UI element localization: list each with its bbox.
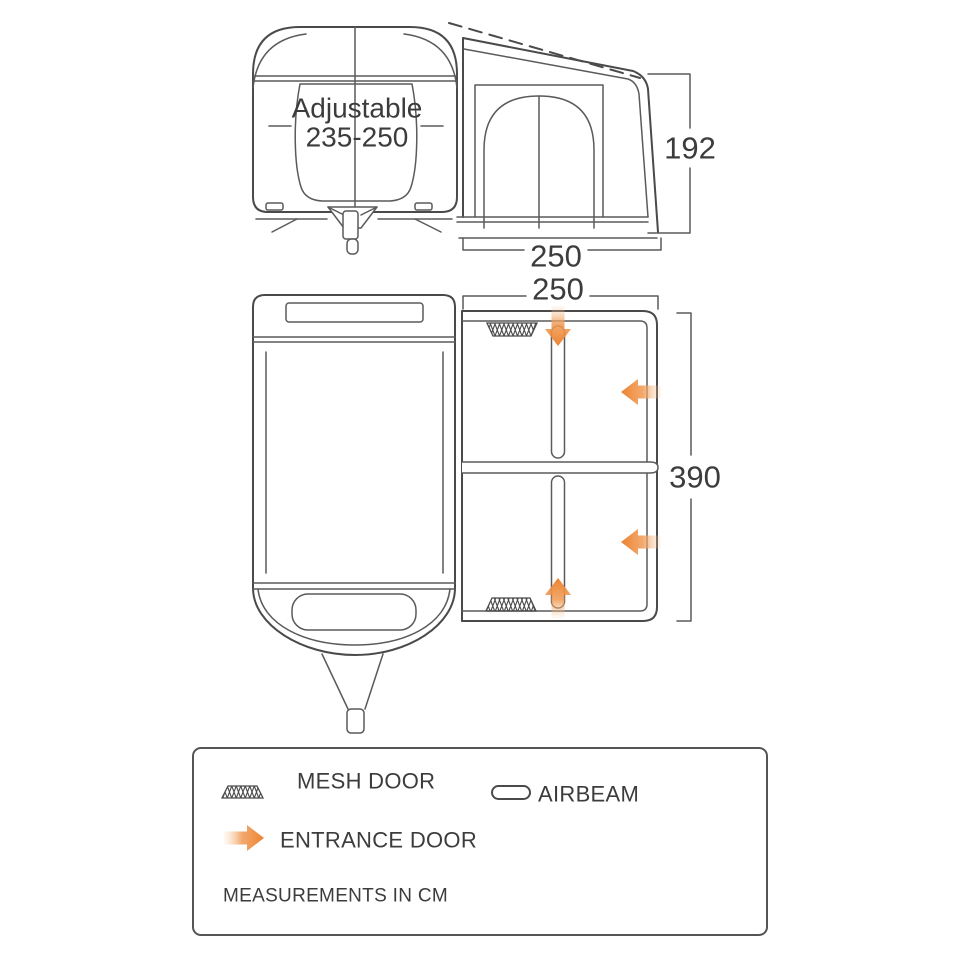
top-view-rear-window <box>285 302 424 323</box>
entrance-door-label: ENTRANCE DOOR <box>280 828 477 853</box>
corner-steady-right <box>414 218 442 233</box>
hitch-foot <box>346 238 359 255</box>
entrance-door-arrow-right-upper-icon <box>621 379 661 405</box>
caravan-front-roof-seam-left <box>252 33 307 89</box>
dimension-label-250-side: 250 <box>530 239 582 274</box>
entrance-door-arrow-right-lower-icon <box>621 529 661 555</box>
side-door-frame <box>474 84 604 218</box>
corner-steady-left <box>271 218 298 233</box>
caravan-hitch-front <box>327 206 378 255</box>
side-roof-and-beam-inner <box>463 48 649 218</box>
adjustable-label-line1: Adjustable <box>292 93 423 124</box>
dimension-plan-depth: 390 <box>669 312 721 622</box>
caravan-front-window-panel <box>294 83 418 202</box>
middle-airbeam <box>461 461 659 474</box>
side-roof-and-beam-outer <box>462 37 659 233</box>
dimension-line-390 <box>676 312 692 622</box>
mesh-door-label: MESH DOOR <box>297 769 435 794</box>
dimension-label-192: 192 <box>664 131 716 166</box>
dimension-line-250-plan <box>462 295 659 310</box>
top-view-front-window <box>291 593 417 631</box>
adjustable-label-line2: 235-250 <box>306 122 409 153</box>
side-max-height-dashed-line <box>448 22 641 79</box>
caravan-front-roof-seam-right <box>403 33 458 89</box>
hitch-head <box>346 708 365 734</box>
top-view-outline <box>252 294 456 656</box>
side-ground-skirt <box>456 216 658 239</box>
caravan-hitch-top <box>321 653 384 734</box>
awning-floor-plan <box>461 306 661 622</box>
dimension-side-height: 192 <box>647 73 716 234</box>
measurements-note: MEASUREMENTS IN CM <box>223 886 448 907</box>
dimension-line-192 <box>647 73 691 234</box>
awning-side-view <box>448 22 659 239</box>
hitch-wing-folds <box>327 206 378 216</box>
top-view-front-seam <box>252 582 456 590</box>
legend-box <box>192 747 768 936</box>
marker-light-left <box>265 202 284 211</box>
airbeam-label: AIRBEAM <box>538 782 639 807</box>
dimension-plan-width: 250 <box>462 272 659 310</box>
top-view-front-inner-curve <box>257 588 451 646</box>
caravan-front-view: Adjustable 235-250 <box>252 26 458 255</box>
hitch-shaft <box>342 210 359 240</box>
airbeam-icon <box>491 785 531 800</box>
dimension-line-250-side <box>462 237 662 251</box>
a-frame-drawbar <box>321 653 384 710</box>
mesh-door-top-icon <box>485 322 539 337</box>
marker-light-right <box>414 202 433 211</box>
dimension-label-390: 390 <box>669 460 721 495</box>
mesh-door-icon <box>220 785 265 799</box>
entrance-door-arrow-bottom-icon <box>545 578 571 618</box>
mesh-door-bottom-icon <box>484 597 538 612</box>
top-view-rear-seam <box>252 336 456 343</box>
caravan-top-view <box>252 294 456 734</box>
dimension-label-250-plan: 250 <box>532 272 584 307</box>
legend: MESH DOOR AIRBEAM ENTRANCE DOOR MEASUREM… <box>192 747 768 936</box>
dimension-side-width: 250 <box>462 237 662 274</box>
